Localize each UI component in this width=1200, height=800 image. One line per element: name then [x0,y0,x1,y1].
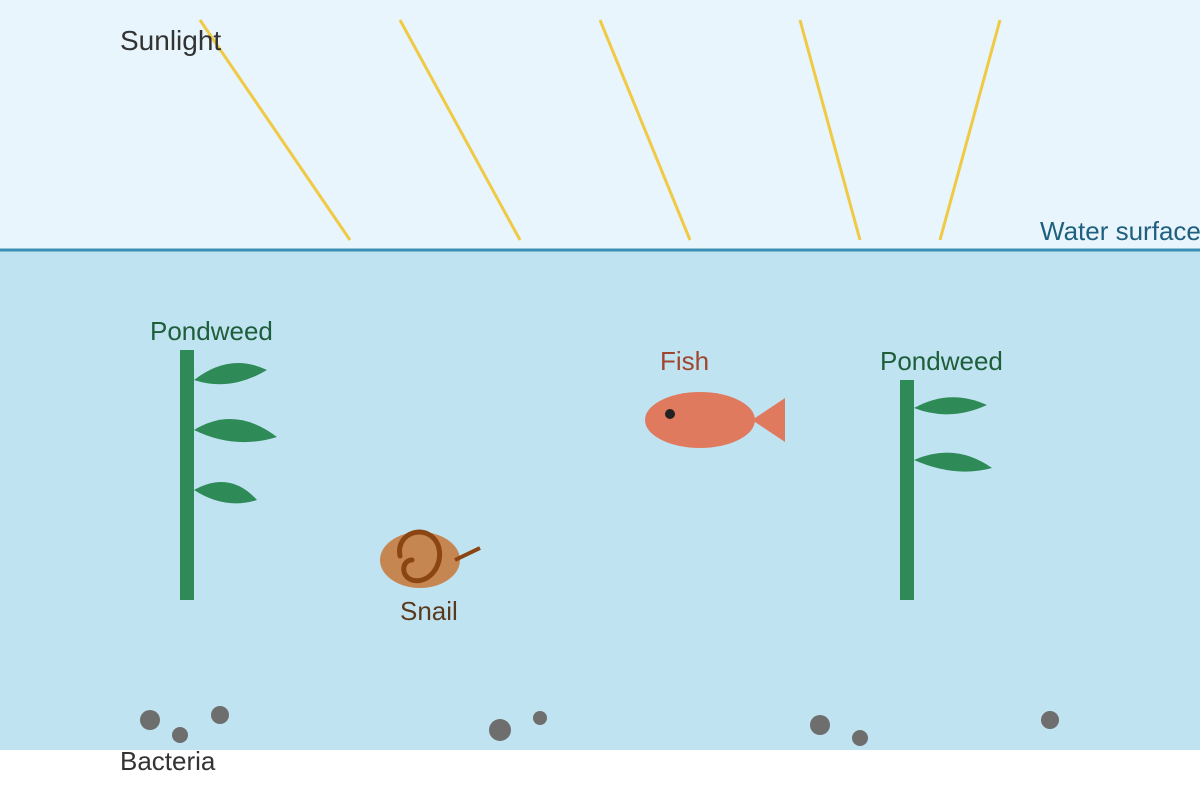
bacterium [810,715,830,735]
snail [380,529,481,588]
snail-antenna [454,546,481,562]
pondweed-left [180,350,277,600]
pondweed-leaf [194,482,257,504]
pondweed-leaf [914,397,987,415]
bacterium [489,719,511,741]
snail-label: Snail [400,596,458,626]
sun-ray [798,19,862,241]
water-surface-label: Water surface [1040,216,1200,246]
sky-region [0,0,1200,250]
bacterium [172,727,188,743]
bacterium [211,706,229,724]
sun-rays [198,19,1002,241]
sunlight-label: Sunlight [120,25,221,56]
snail-shell-spiral [397,529,442,584]
pondweed-stem [900,380,914,600]
pondweed-right-label: Pondweed [880,346,1003,376]
bacterium [1041,711,1059,729]
pondweed-stem [180,350,194,600]
pondweed-leaf [914,452,992,472]
bacterium [140,710,160,730]
bacteria-label: Bacteria [120,746,216,776]
sun-ray [398,19,522,241]
sun-ray [198,19,352,241]
water-region [0,250,1200,750]
pondweed-right [900,380,992,600]
sun-ray [598,19,692,241]
fish-eye [665,409,675,419]
bacteria-group [140,706,1059,746]
bacterium [852,730,868,746]
pondweed-left-label: Pondweed [150,316,273,346]
fish-label: Fish [660,346,709,376]
pondweed-leaf [194,362,267,385]
pondweed-leaf [194,419,277,443]
fish [645,392,785,448]
fish-tail [752,398,785,442]
sun-ray [938,19,1002,241]
fish-body [645,392,755,448]
bacterium [533,711,547,725]
